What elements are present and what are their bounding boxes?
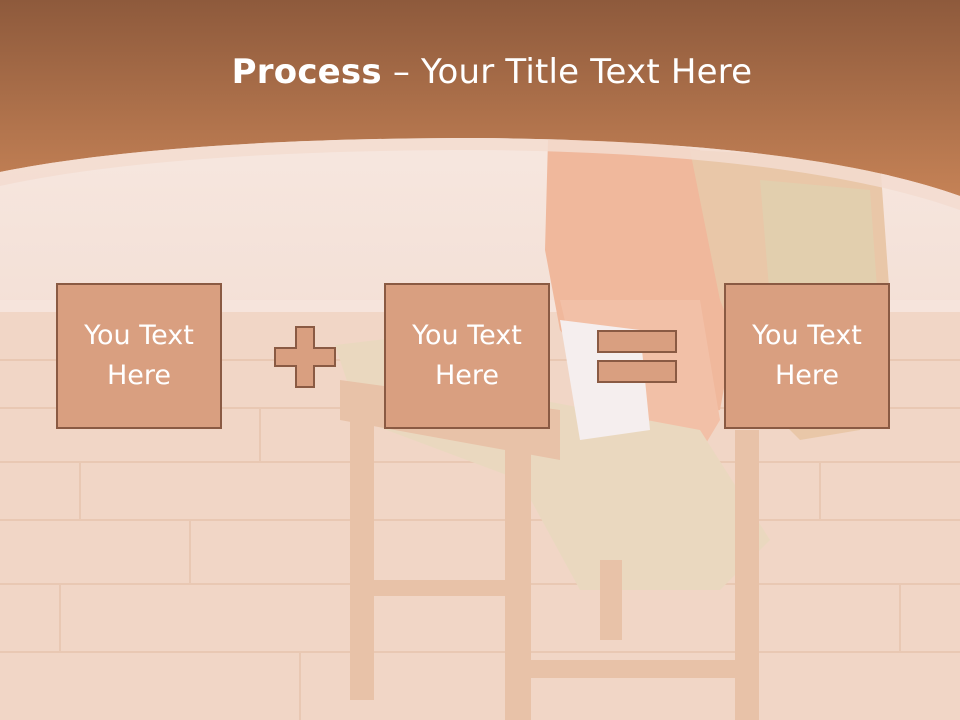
process-box-2[interactable]: You Text Here [384,283,550,429]
slide-title: Process – Your Title Text Here [0,52,960,92]
process-box-text: You Text Here [752,320,862,391]
plus-icon [274,326,336,388]
process-box-3[interactable]: You Text Here [724,283,890,429]
title-bold: Process [231,52,382,92]
title-rest: Your Title Text Here [421,52,753,92]
equals-icon [597,330,677,383]
process-box-text: You Text Here [412,320,522,391]
process-box-text: You Text Here [84,320,194,391]
title-dash: – [381,52,422,92]
process-box-1[interactable]: You Text Here [56,283,222,429]
